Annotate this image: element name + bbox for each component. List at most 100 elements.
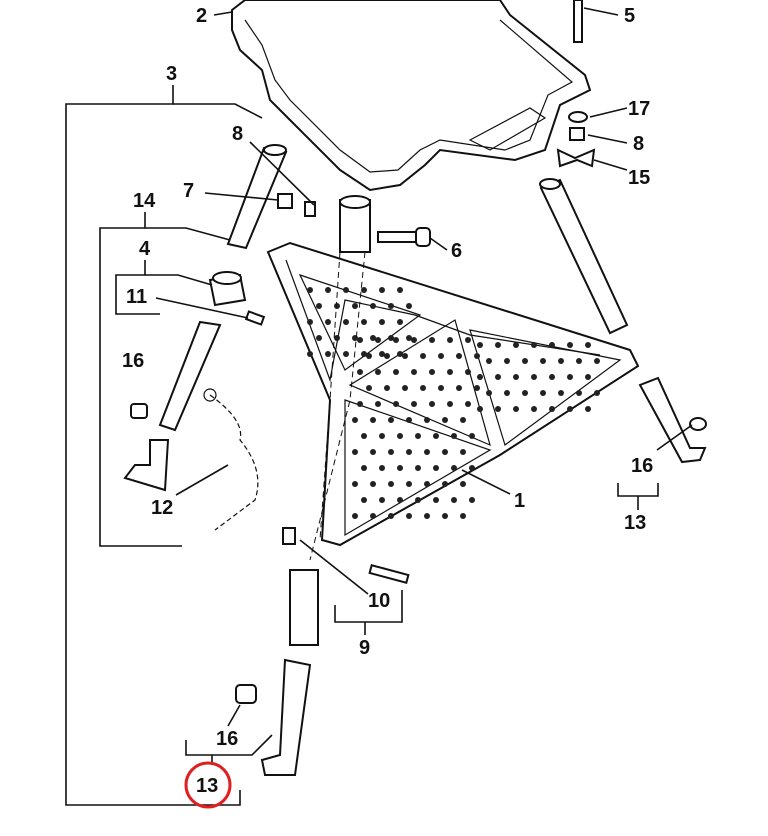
plate-hole — [460, 481, 466, 487]
plate-hole — [424, 449, 430, 455]
plate-hole — [549, 406, 555, 412]
callout-8-right: 8 — [633, 133, 644, 155]
plate-hole — [411, 337, 417, 343]
plate-hole — [411, 369, 417, 375]
plate-hole — [388, 303, 394, 309]
plate-hole — [384, 353, 390, 359]
plate-hole — [456, 385, 462, 391]
plate-hole — [406, 449, 412, 455]
leg-right-lower — [638, 376, 707, 464]
plate-hole — [375, 369, 381, 375]
plate-hole — [576, 390, 582, 396]
plate-hole — [447, 337, 453, 343]
callout-labels: 2 5 3 17 8 15 8 7 14 6 4 11 16 12 1 16 1… — [122, 5, 653, 797]
plate-hole — [352, 481, 358, 487]
plate-hole — [438, 385, 444, 391]
plate-hole — [366, 353, 372, 359]
plate-hole — [352, 513, 358, 519]
plate-hole — [393, 401, 399, 407]
plate-hole — [433, 433, 439, 439]
plate-hole — [388, 481, 394, 487]
plate-hole — [325, 287, 331, 293]
plate-hole — [460, 417, 466, 423]
plate-hole — [375, 337, 381, 343]
plate-hole — [540, 390, 546, 396]
plate-hole — [307, 287, 313, 293]
plate-hole — [361, 465, 367, 471]
plate-hole — [567, 374, 573, 380]
plate-hole — [540, 358, 546, 364]
plate-hole — [424, 481, 430, 487]
plate-hole — [379, 319, 385, 325]
plate-hole — [361, 351, 367, 357]
plate-hole — [402, 385, 408, 391]
plate-hole — [433, 465, 439, 471]
plate-hole — [370, 449, 376, 455]
plate-hole — [361, 319, 367, 325]
callout-8-left: 8 — [232, 123, 243, 145]
callout-6: 6 — [451, 240, 462, 262]
plate-hole — [343, 319, 349, 325]
plate-hole — [558, 390, 564, 396]
plate-hole — [406, 481, 412, 487]
plate-hole — [406, 303, 412, 309]
plate-hole — [585, 342, 591, 348]
plate-hole — [352, 417, 358, 423]
plate-hole — [370, 303, 376, 309]
plate-hole — [442, 449, 448, 455]
plate-hole — [343, 351, 349, 357]
plate-hole — [451, 433, 457, 439]
plate-hole — [334, 335, 340, 341]
callout-7: 7 — [183, 180, 194, 202]
plate-hole — [325, 319, 331, 325]
plate-hole — [406, 335, 412, 341]
plate-hole — [495, 342, 501, 348]
plate-hole — [343, 287, 349, 293]
plate-hole — [442, 417, 448, 423]
plate-hole — [513, 374, 519, 380]
plate-hole — [576, 358, 582, 364]
leg-right-upper — [539, 178, 629, 335]
plate-hole — [375, 401, 381, 407]
plate-hole — [469, 465, 475, 471]
callout-15: 15 — [628, 167, 650, 189]
plate-hole — [379, 465, 385, 471]
plate-hole — [370, 335, 376, 341]
plate-hole — [379, 351, 385, 357]
plate-hole — [429, 369, 435, 375]
plate-hole — [379, 433, 385, 439]
plate-hole — [585, 406, 591, 412]
highlight-circle — [184, 761, 232, 809]
plate-hole — [442, 513, 448, 519]
plate-hole — [411, 401, 417, 407]
plate-hole — [357, 401, 363, 407]
plate-hole — [549, 374, 555, 380]
callout-3: 3 — [166, 63, 177, 85]
plate-hole — [307, 351, 313, 357]
plate-hole — [429, 401, 435, 407]
triangle-frame — [266, 241, 640, 561]
plate-hole — [316, 335, 322, 341]
plate-hole — [370, 513, 376, 519]
bolt-part — [573, 0, 583, 43]
plate-hole — [465, 401, 471, 407]
plate-hole — [594, 358, 600, 364]
callout-14: 14 — [133, 190, 156, 212]
plate-hole — [513, 406, 519, 412]
callout-12: 12 — [151, 497, 173, 519]
plate-hole — [522, 390, 528, 396]
plate-hole — [460, 513, 466, 519]
plate-hole — [504, 390, 510, 396]
callout-1: 1 — [514, 490, 525, 512]
plate-hole — [388, 335, 394, 341]
plate-hole — [504, 358, 510, 364]
callout-11: 11 — [126, 286, 147, 308]
plate-hole — [474, 353, 480, 359]
plate-hole — [406, 513, 412, 519]
plate-hole — [334, 303, 340, 309]
tray-part — [231, 0, 592, 192]
plate-hole — [442, 481, 448, 487]
plate-hole — [388, 417, 394, 423]
